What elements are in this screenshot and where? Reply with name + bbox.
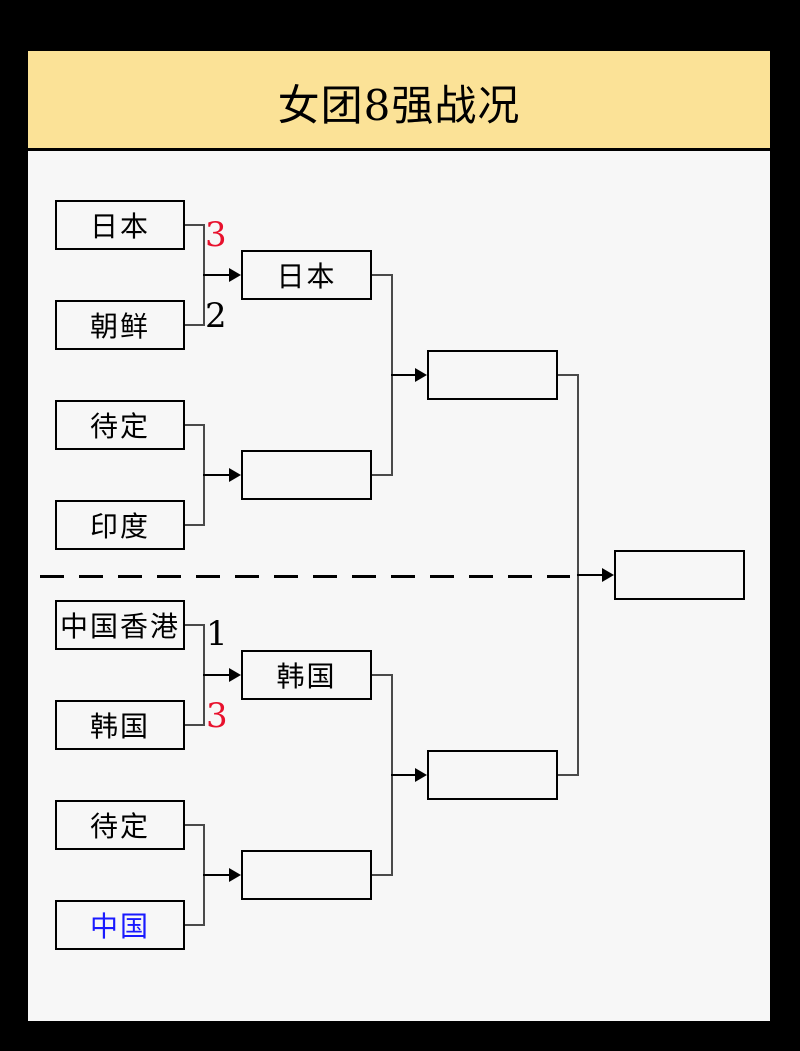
score-hong-kong-china: 1 <box>206 614 228 654</box>
connector-line <box>558 774 577 776</box>
semifinal-box-bottom <box>427 750 558 800</box>
arrow-head-icon <box>415 368 427 382</box>
score-south-korea: 3 <box>206 696 228 736</box>
page-title: 女团8强战况 <box>277 81 521 130</box>
connector-line <box>185 824 203 826</box>
score-north-korea: 2 <box>205 296 227 336</box>
round2-box-empty-top <box>241 450 372 500</box>
connector-line <box>372 274 391 276</box>
team-label: 待定 <box>89 810 150 843</box>
header-banner: 女团8强战况 <box>28 51 770 151</box>
score-japan: 3 <box>205 215 227 255</box>
arrow-line <box>391 774 415 776</box>
final-box <box>614 550 745 600</box>
team-label: 朝鲜 <box>89 310 150 343</box>
bracket-board: 日本 朝鲜 待定 印度 中国香港 韩国 待定 中国 日本 韩国 <box>28 151 770 1021</box>
arrow-head-icon <box>602 568 614 582</box>
connector-line <box>185 724 203 726</box>
arrow-line <box>203 274 229 276</box>
connector-line <box>185 324 203 326</box>
round1-box-north-korea: 朝鲜 <box>55 300 185 350</box>
connector-line <box>185 624 203 626</box>
connector-line <box>372 474 391 476</box>
semifinal-box-top <box>427 350 558 400</box>
connector-line <box>372 674 391 676</box>
team-label: 印度 <box>89 510 150 543</box>
bracket-divider-dashed-line <box>40 575 570 578</box>
round1-box-tbd-bottom: 待定 <box>55 800 185 850</box>
arrow-head-icon <box>229 268 241 282</box>
round2-box-south-korea: 韩国 <box>241 650 372 700</box>
round1-box-tbd-top: 待定 <box>55 400 185 450</box>
connector-line <box>185 424 203 426</box>
round1-box-china: 中国 <box>55 900 185 950</box>
round1-box-india: 印度 <box>55 500 185 550</box>
round2-box-empty-bottom <box>241 850 372 900</box>
arrow-line <box>203 474 229 476</box>
connector-line <box>185 524 203 526</box>
connector-line <box>558 374 577 376</box>
connector-line <box>185 224 203 226</box>
team-label: 日本 <box>89 210 150 243</box>
round1-box-japan: 日本 <box>55 200 185 250</box>
team-label-highlighted: 中国 <box>89 910 150 943</box>
round2-box-japan: 日本 <box>241 250 372 300</box>
arrow-line <box>203 874 229 876</box>
team-label: 中国香港 <box>59 610 180 643</box>
arrow-head-icon <box>229 868 241 882</box>
connector-line <box>185 924 203 926</box>
connector-line <box>372 874 391 876</box>
round1-box-south-korea: 韩国 <box>55 700 185 750</box>
round1-box-hong-kong-china: 中国香港 <box>55 600 185 650</box>
team-label: 待定 <box>89 410 150 443</box>
team-label: 日本 <box>276 260 337 293</box>
arrow-head-icon <box>229 468 241 482</box>
arrow-line <box>203 674 229 676</box>
arrow-head-icon <box>415 768 427 782</box>
arrow-line <box>391 374 415 376</box>
arrow-head-icon <box>229 668 241 682</box>
team-label: 韩国 <box>276 660 337 693</box>
team-label: 韩国 <box>89 710 150 743</box>
arrow-line <box>577 574 602 576</box>
